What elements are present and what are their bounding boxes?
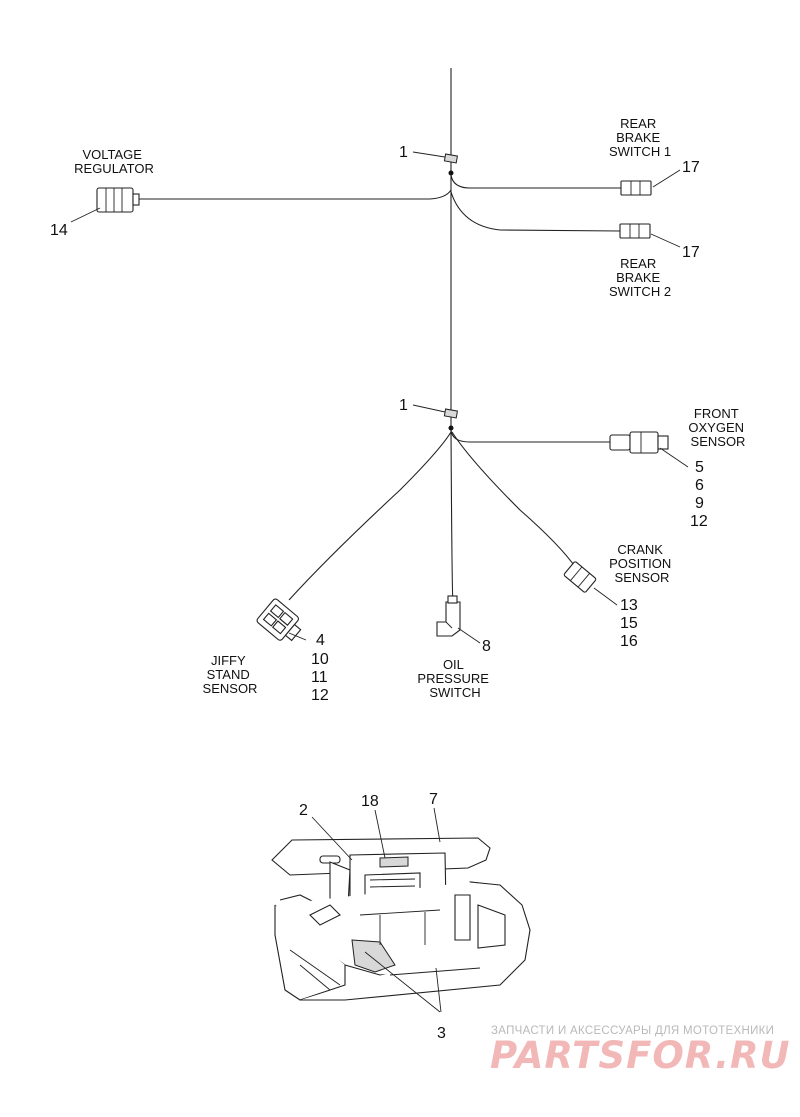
- upper-clip: [443, 153, 459, 176]
- callout-14: 14: [50, 222, 68, 239]
- lower-clip: [443, 408, 459, 431]
- svg-text:12: 12: [311, 687, 329, 704]
- crank-position-connector: [563, 561, 597, 593]
- svg-text:12: 12: [690, 513, 708, 530]
- rear-brake-switch-2-label: REAR BRAKE SWITCH 2: [609, 256, 671, 299]
- bracket-assembly: [271, 837, 531, 1001]
- callout-crank-position: 13 15 16: [620, 597, 638, 650]
- callout-1-lower: 1: [399, 397, 408, 414]
- svg-text:6: 6: [695, 477, 704, 494]
- svg-text:13: 13: [620, 597, 638, 614]
- front-oxygen-wire: [450, 429, 610, 443]
- watermark-brand: PARTSFOR.RU: [490, 1034, 791, 1077]
- front-oxygen-sensor-label: FRONT OXYGEN SENSOR: [688, 406, 747, 449]
- svg-text:11: 11: [311, 669, 328, 686]
- callout-8: 8: [482, 638, 491, 655]
- rear-brake-switch-1-label: REAR BRAKE SWITCH 1: [609, 116, 671, 159]
- bracket-leader-lines: [311, 807, 442, 1013]
- rear-brake-switch-1-connector: [620, 180, 652, 196]
- oil-pressure-switch-label: OIL PRESSURE SWITCH: [417, 657, 492, 700]
- callout-jiffy-stand: 4 10 11 12: [311, 632, 329, 704]
- svg-text:9: 9: [695, 495, 704, 512]
- leader-lines: [70, 151, 689, 644]
- svg-text:10: 10: [311, 651, 329, 668]
- callout-2: 2: [299, 802, 308, 819]
- main-trunk-wire: [450, 68, 454, 603]
- voltage-regulator-label: VOLTAGE REGULATOR: [74, 147, 154, 176]
- callout-7: 7: [429, 791, 438, 808]
- callout-3: 3: [437, 1025, 446, 1042]
- jiffy-stand-wire: [288, 431, 452, 601]
- rear-brake-2-wire: [450, 191, 621, 232]
- svg-text:4: 4: [316, 632, 325, 649]
- svg-text:16: 16: [620, 633, 638, 650]
- front-oxygen-connector: [609, 431, 669, 454]
- callout-front-oxygen: 5 6 9 12: [690, 459, 708, 530]
- voltage-regulator-connector: [96, 187, 140, 213]
- svg-text:15: 15: [620, 615, 638, 632]
- crank-position-wire: [451, 431, 577, 569]
- svg-text:5: 5: [695, 459, 704, 476]
- crank-position-sensor-label: CRANK POSITION SENSOR: [609, 542, 675, 585]
- rear-brake-switch-2-connector: [619, 223, 651, 239]
- callout-1-upper: 1: [399, 144, 408, 161]
- voltage-regulator-wire: [137, 189, 452, 200]
- watermark-tagline: ЗАПЧАСТИ И АКСЕССУАРЫ ДЛЯ МОТОТЕХНИКИ: [491, 1025, 774, 1037]
- callout-17-lower: 17: [682, 244, 700, 261]
- jiffy-stand-connector: [256, 598, 302, 642]
- jiffy-stand-sensor-label: JIFFY STAND SENSOR: [203, 653, 258, 696]
- oil-pressure-switch-part: [436, 595, 461, 637]
- callout-18: 18: [361, 793, 379, 810]
- rear-brake-1-wire: [450, 174, 621, 189]
- callout-17-upper: 17: [682, 159, 700, 176]
